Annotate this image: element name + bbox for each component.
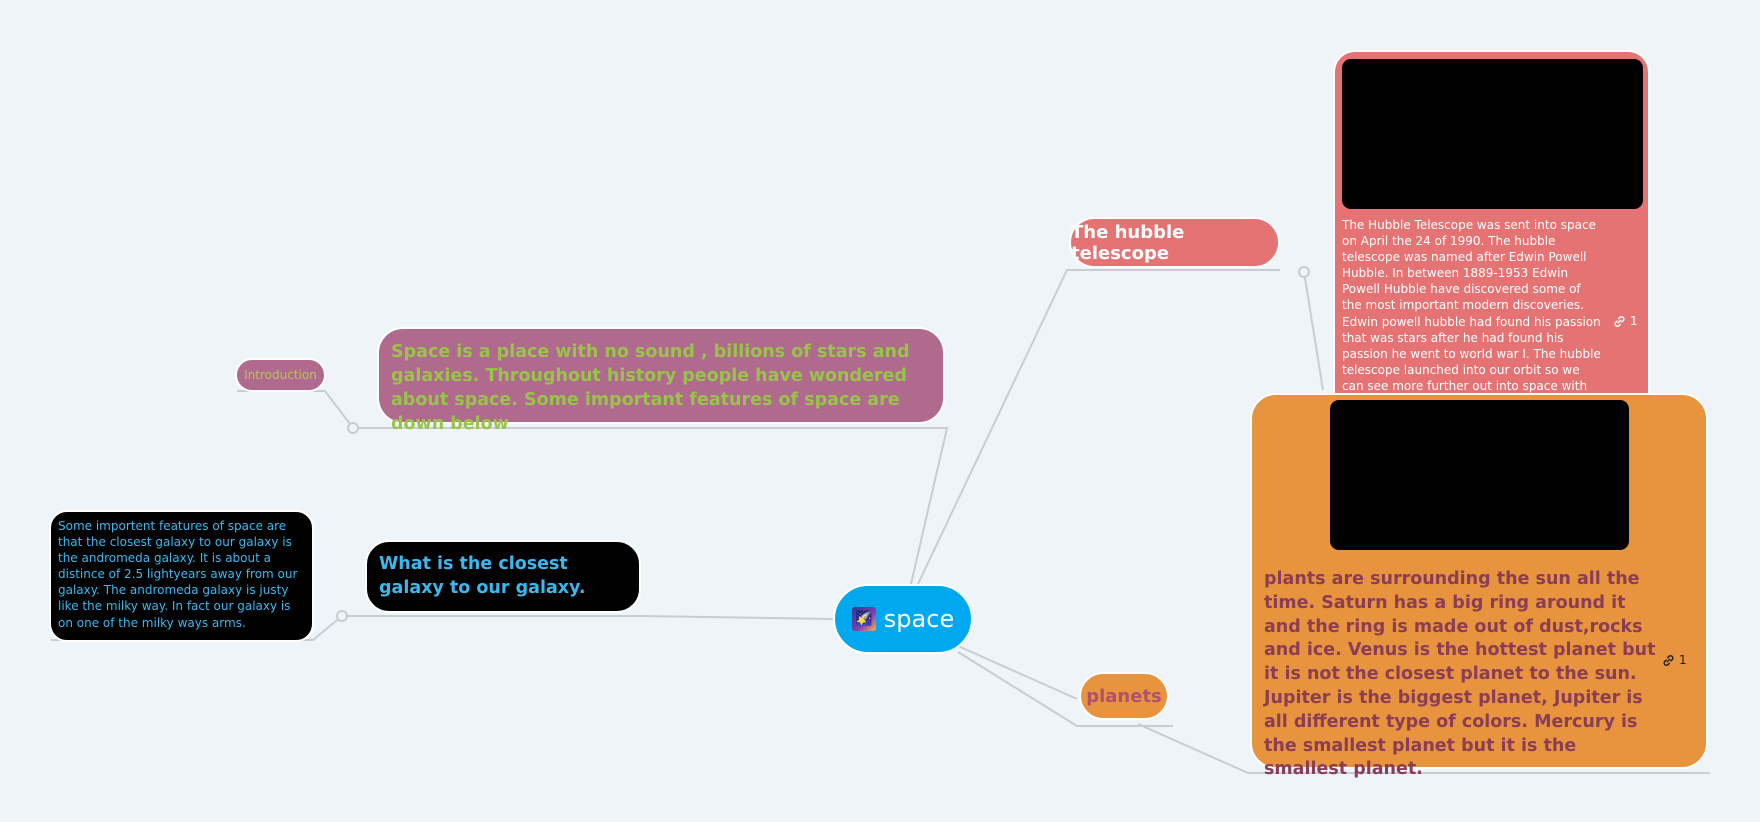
connector-central-to-intro <box>353 427 949 585</box>
connector-central-to-hubble <box>917 269 1280 585</box>
link-icon <box>1663 654 1674 666</box>
topic-hubble-label: The hubble telescope <box>1071 221 1185 264</box>
planets-note-text: plants are surrounding the sun all the t… <box>1264 569 1656 780</box>
galaxy-note-text: Some importent features of space are tha… <box>58 519 298 630</box>
hubble-note-card[interactable]: The Hubble Telescope was sent into space… <box>1333 50 1650 433</box>
planets-link-badge[interactable]: 1 <box>1662 653 1687 667</box>
connector-hubble-to-card <box>1303 271 1324 391</box>
hubble-link-count: 1 <box>1630 314 1638 328</box>
hubble-link-badge[interactable]: 1 <box>1613 314 1638 328</box>
introduction-label[interactable]: Introduction <box>235 358 326 392</box>
shooting-star-icon: 🌠 <box>851 607 876 631</box>
topic-closest-galaxy-text: What is the closest galaxy to our galaxy… <box>379 554 586 598</box>
planets-image <box>1330 400 1629 550</box>
topic-hubble-telescope[interactable]: The hubble telescope <box>1069 217 1280 268</box>
connector-planets-to-card <box>1137 723 1710 774</box>
topic-planets[interactable]: planets <box>1079 672 1169 720</box>
topic-closest-galaxy[interactable]: What is the closest galaxy to our galaxy… <box>365 540 641 613</box>
collapse-handle-hubble <box>1298 266 1310 278</box>
collapse-handle-galaxy <box>336 610 348 622</box>
central-topic[interactable]: 🌠 space <box>833 584 973 654</box>
topic-introduction[interactable]: Space is a place with no sound , billion… <box>377 327 945 434</box>
link-icon <box>1614 315 1625 327</box>
central-topic-label: space <box>883 605 955 633</box>
connector-intro-to-label <box>237 390 354 429</box>
galaxy-note-card[interactable]: Some importent features of space are tha… <box>49 510 314 642</box>
collapse-handle-intro <box>347 422 359 434</box>
connector-central-to-galaxy <box>342 615 834 620</box>
planets-note-card[interactable]: plants are surrounding the sun all the t… <box>1250 393 1708 779</box>
planets-link-count: 1 <box>1679 653 1687 667</box>
hubble-image <box>1342 59 1643 209</box>
connector-central-to-planets <box>957 645 1078 700</box>
introduction-label-text: Introduction <box>244 368 317 382</box>
topic-introduction-text: Space is a place with no sound , billion… <box>391 342 910 434</box>
topic-planets-label: planets <box>1086 685 1162 707</box>
